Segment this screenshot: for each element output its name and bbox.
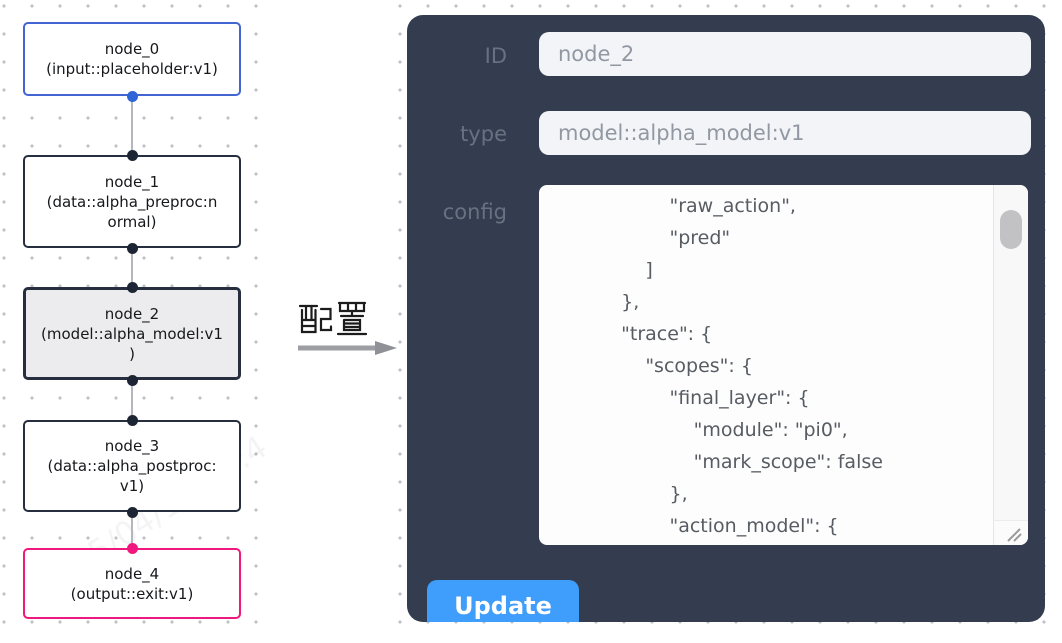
node-type-label: (data::alpha_preproc:n — [46, 192, 218, 211]
node-type-label: (output::exit:v1) — [70, 584, 194, 603]
textarea-resize-handle[interactable] — [993, 520, 1028, 545]
node-title: node_4 — [104, 564, 160, 583]
node-type-label: (model::alpha_model:v1 — [41, 324, 223, 343]
port-node3-out[interactable] — [127, 507, 138, 518]
configure-arrow-icon — [297, 340, 399, 356]
node-type-label: ormal) — [107, 212, 157, 231]
port-node3-in[interactable] — [127, 415, 138, 426]
config-scrollbar-track[interactable] — [993, 185, 1028, 520]
config-field-label: config — [442, 200, 507, 224]
configure-label-glyphs-icon — [298, 301, 368, 336]
graph-node-model-selected[interactable]: node_2 (model::alpha_model:v1 ) — [23, 287, 241, 380]
config-scrollbar-thumb[interactable] — [1000, 210, 1022, 249]
graph-node-input[interactable]: node_0 (input::placeholder:v1) — [23, 22, 241, 96]
update-button[interactable]: Update — [427, 580, 579, 622]
config-json-textarea[interactable]: "raw_action", "pred" ] }, "trace": { "sc… — [539, 185, 1028, 545]
edge-node1-node2 — [131, 248, 133, 287]
node-type-label: (input::placeholder:v1) — [46, 60, 218, 78]
port-node2-out[interactable] — [127, 375, 138, 386]
node-title: node_2 — [104, 304, 160, 323]
node-title: node_0 — [104, 40, 160, 58]
port-node1-out[interactable] — [127, 243, 138, 254]
graph-node-output[interactable]: node_4 (output::exit:v1) — [23, 548, 241, 619]
node-type-label: ) — [129, 344, 135, 363]
port-node0-out[interactable] — [127, 91, 138, 102]
node-title: node_1 — [104, 172, 160, 191]
edge-node3-node4 — [131, 512, 133, 548]
type-input[interactable] — [539, 111, 1031, 155]
config-panel: ID type config "raw_action", "pred" ] },… — [407, 15, 1045, 622]
id-input[interactable] — [539, 32, 1031, 76]
graph-node-preproc[interactable]: node_1 (data::alpha_preproc:n ormal) — [23, 155, 241, 248]
node-type-label: v1) — [119, 477, 145, 495]
type-field-label: type — [460, 122, 507, 146]
configure-label: 配置 — [298, 299, 368, 337]
edge-node2-node3 — [131, 380, 133, 420]
id-field-label: ID — [484, 44, 507, 68]
resize-grip-icon — [1007, 528, 1022, 542]
edge-node0-node1 — [131, 96, 133, 155]
node-type-label: (data::alpha_postproc: — [47, 457, 217, 475]
port-node4-in[interactable] — [127, 543, 138, 554]
port-node1-in[interactable] — [127, 150, 138, 161]
node-title: node_3 — [104, 437, 160, 455]
graph-node-postproc[interactable]: node_3 (data::alpha_postproc: v1) — [23, 420, 241, 512]
port-node2-in[interactable] — [127, 282, 138, 293]
